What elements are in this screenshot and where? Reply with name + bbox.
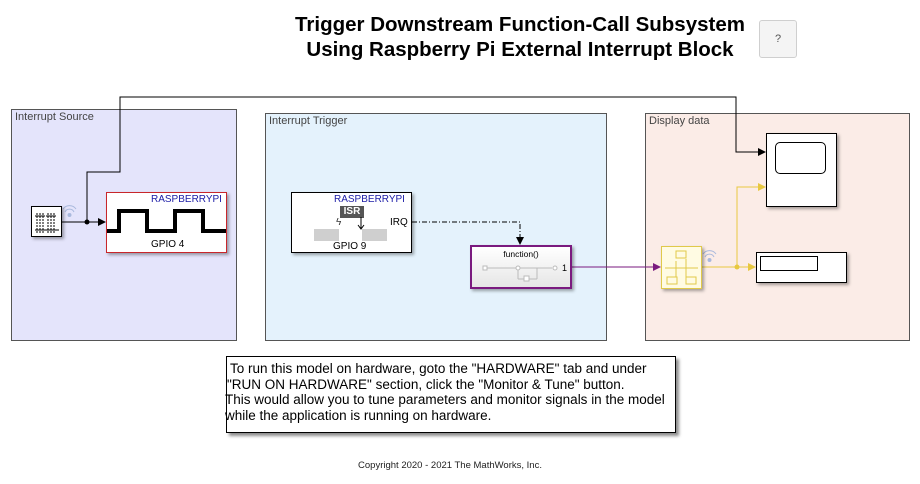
area-label: Interrupt Trigger [269,115,348,127]
rate-transition-icon [665,250,698,285]
signal-builder-icon [35,213,59,233]
vendor-label: RASPBERRYPI [334,194,405,205]
wireless-icon [702,250,717,262]
block-label: GPIO 4 [151,239,185,250]
display-block[interactable] [756,252,847,283]
lightning-icon: ϟ [336,217,342,228]
signal-line-to-scope-2[interactable] [736,183,766,267]
pin-graphic-left [314,229,339,241]
signal-builder-block[interactable] [31,206,62,237]
display-icon [760,256,818,271]
pin-graphic-right [362,229,387,241]
note-line: while the application is running on hard… [225,407,492,423]
function-call-subsystem-block[interactable]: function() 1 [470,245,572,289]
arrow-down-icon [357,217,365,230]
irq-port-label: IRQ [390,217,408,228]
wireless-icon [62,205,77,217]
copyright: Copyright 2020 - 2021 The MathWorks, Inc… [358,460,542,471]
scope-icon [775,142,826,174]
title-line-1: Trigger Downstream Function-Call Subsyst… [295,13,745,36]
hardware-instructions-note: To run this model on hardware, goto the … [225,356,676,433]
rate-transition-block[interactable] [661,246,702,289]
note-line: "RUN ON HARDWARE" section, click the "Mo… [227,376,625,392]
scope-block[interactable] [766,133,837,207]
gpio-write-block[interactable]: RASPBERRYPI GPIO 4 [106,192,227,253]
function-call-line[interactable] [412,221,524,245]
external-interrupt-block[interactable]: RASPBERRYPI ISR ϟ IRQ GPIO 9 [291,192,412,253]
help-button[interactable]: ? [759,20,797,58]
note-line: To run this model on hardware, goto the … [230,361,647,376]
out-port-label: 1 [561,263,567,273]
isr-badge: ISR [340,206,364,218]
area-label: Display data [649,115,710,127]
square-wave-icon [107,209,226,233]
vendor-label: RASPBERRYPI [151,194,222,205]
title-line-2: Using Raspberry Pi External Interrupt Bl… [306,38,734,61]
area-label: Interrupt Source [15,111,94,123]
subsystem-icon [482,265,558,282]
signal-line-to-scope[interactable] [86,96,766,222]
model-title: Trigger Downstream Function-Call Subsyst… [200,12,840,62]
note-line: This would allow you to tune parameters … [225,392,665,407]
block-label: GPIO 9 [333,241,367,252]
block-label: function() [503,249,539,259]
